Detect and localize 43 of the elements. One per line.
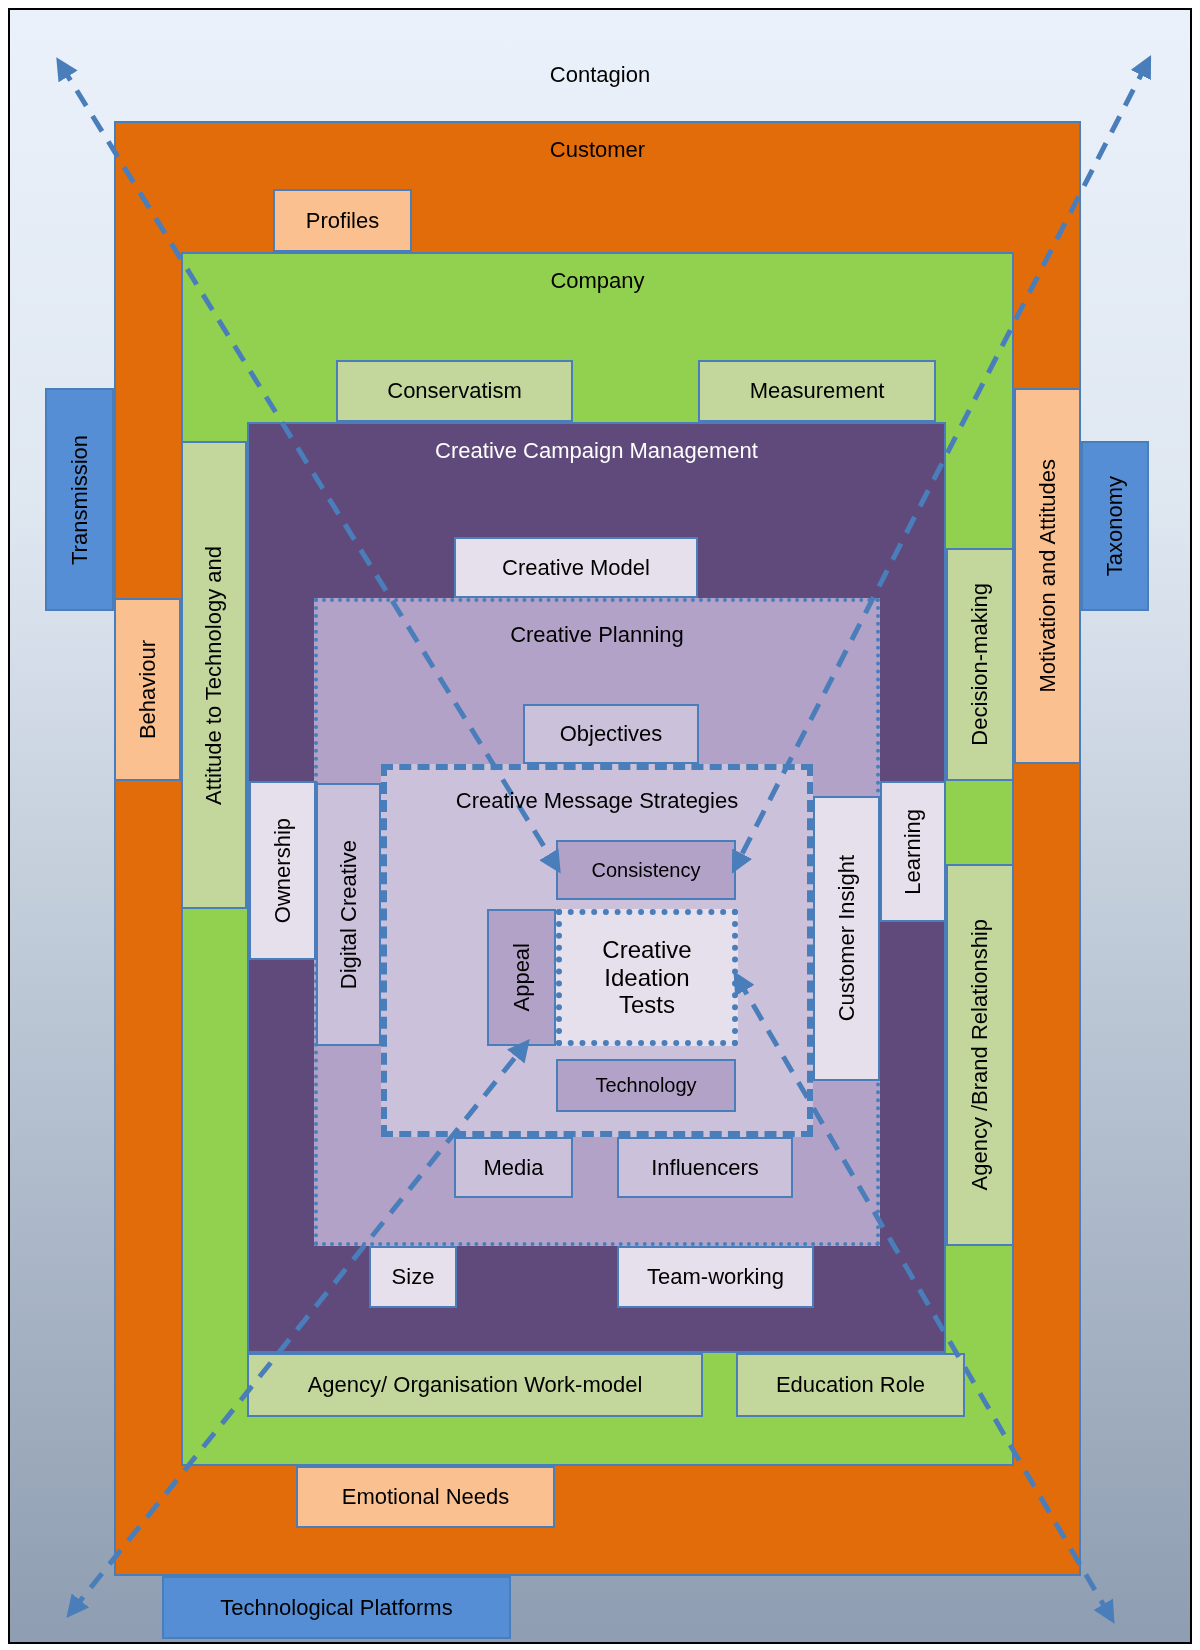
- factor-box: Transmission: [45, 388, 114, 611]
- factor-box: Profiles: [273, 189, 412, 252]
- panel-title: Customer: [548, 137, 647, 163]
- factor-box: Motivation and Attitudes: [1014, 388, 1081, 764]
- dashed-arrow: [56, 57, 561, 874]
- factor-box: Measurement: [698, 360, 936, 422]
- factor-box: Digital Creative: [316, 783, 381, 1046]
- factor-box: Decision-making: [946, 548, 1014, 781]
- factor-box: Ownership: [249, 781, 316, 960]
- factor-box: Behaviour: [114, 598, 181, 781]
- factor-box: Conservatism: [336, 360, 573, 422]
- layer-panel: [181, 252, 1014, 1466]
- panel-title: Creative Message Strategies: [454, 788, 740, 814]
- factor-box: Education Role: [736, 1353, 965, 1417]
- dashed-arrow: [731, 55, 1152, 874]
- layer-panel: [381, 764, 813, 1137]
- panel-title: Company: [549, 268, 646, 294]
- factor-box: Size: [369, 1246, 457, 1308]
- factor-box: Objectives: [523, 704, 699, 764]
- diagram-frame: [8, 8, 1192, 1644]
- factor-box: Technology: [556, 1059, 736, 1112]
- factor-box: Media: [454, 1137, 573, 1198]
- panel-title: Creative Planning: [509, 622, 685, 648]
- layer-panel: [247, 422, 946, 1353]
- factor-box: Attitude to Technology and: [181, 441, 247, 909]
- factor-box: Creative Ideation Tests: [556, 909, 738, 1046]
- factor-box: Emotional Needs: [296, 1466, 555, 1528]
- factor-box: Influencers: [617, 1137, 793, 1198]
- factor-box: Learning: [880, 781, 946, 922]
- factor-box: Team-working: [617, 1246, 814, 1308]
- factor-box: Agency/ Organisation Work-model: [247, 1353, 703, 1417]
- panel-title: Creative Campaign Management: [434, 438, 759, 464]
- factor-box: Customer Insight: [813, 796, 880, 1081]
- layer-panel: [114, 121, 1081, 1576]
- frame-title: Contagion: [548, 62, 652, 88]
- dashed-arrow: [66, 1038, 530, 1619]
- factor-box: Agency /Brand Relationship: [946, 864, 1014, 1246]
- factor-box: Creative Model: [454, 537, 698, 598]
- factor-box: Consistency: [556, 840, 736, 900]
- factor-box: Appeal: [487, 909, 556, 1046]
- factor-box: Taxonomy: [1081, 441, 1149, 611]
- layer-panel: [314, 598, 880, 1246]
- factor-box: Technological Platforms: [162, 1576, 511, 1639]
